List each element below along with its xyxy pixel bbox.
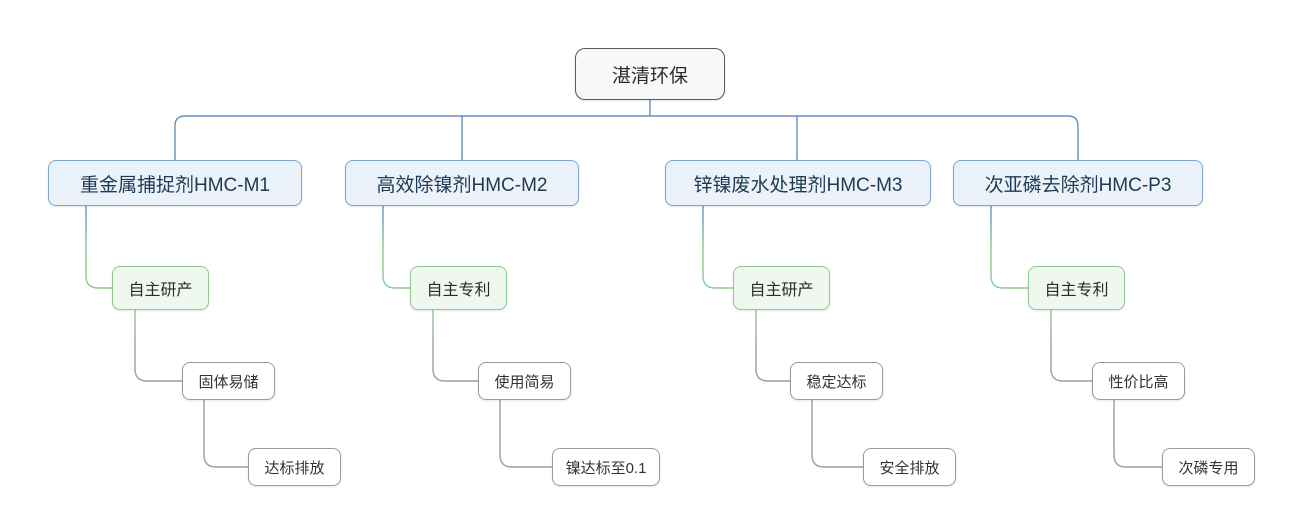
branch-3-level4-node[interactable]: 安全排放 (863, 448, 956, 486)
branch-3-level3-node[interactable]: 稳定达标 (790, 362, 883, 400)
branch-2-level3-node[interactable]: 使用简易 (478, 362, 571, 400)
connector-branch1-level3 (134, 309, 183, 382)
connector-branch1-level2 (85, 205, 113, 289)
connector-branch3-level4 (811, 399, 864, 468)
branch-4-level4-node[interactable]: 次磷专用 (1162, 448, 1255, 486)
connector-bus (174, 115, 1079, 162)
connector-branch2-level3 (432, 309, 479, 382)
branch-1-level3-node[interactable]: 固体易储 (182, 362, 275, 400)
branch-1-node[interactable]: 重金属捕捉剂HMC-M1 (48, 160, 302, 206)
connector-branch4-level3 (1050, 309, 1093, 382)
connector-branch3-level2 (702, 205, 734, 289)
root-node[interactable]: 湛清环保 (575, 48, 725, 100)
branch-4-node[interactable]: 次亚磷去除剂HMC-P3 (953, 160, 1203, 206)
branch-2-level4-node[interactable]: 镍达标至0.1 (552, 448, 660, 486)
branch-1-level4-node[interactable]: 达标排放 (248, 448, 341, 486)
branch-3-node[interactable]: 锌镍废水处理剂HMC-M3 (665, 160, 931, 206)
branch-4-level3-node[interactable]: 性价比高 (1092, 362, 1185, 400)
branch-4-level2-node[interactable]: 自主专利 (1028, 266, 1125, 310)
branch-2-level2-node[interactable]: 自主专利 (410, 266, 507, 310)
connector-branch2-level2 (382, 205, 411, 289)
branch-1-level2-node[interactable]: 自主研产 (112, 266, 209, 310)
connector-branch4-level2 (990, 205, 1029, 289)
connector-branch4-level4 (1113, 399, 1163, 468)
branch-3-level2-node[interactable]: 自主研产 (733, 266, 830, 310)
connector-branch1-level4 (203, 399, 249, 468)
connector-branch2-level4 (499, 399, 553, 468)
connector-branch3-level3 (755, 309, 791, 382)
branch-2-node[interactable]: 高效除镍剂HMC-M2 (345, 160, 579, 206)
